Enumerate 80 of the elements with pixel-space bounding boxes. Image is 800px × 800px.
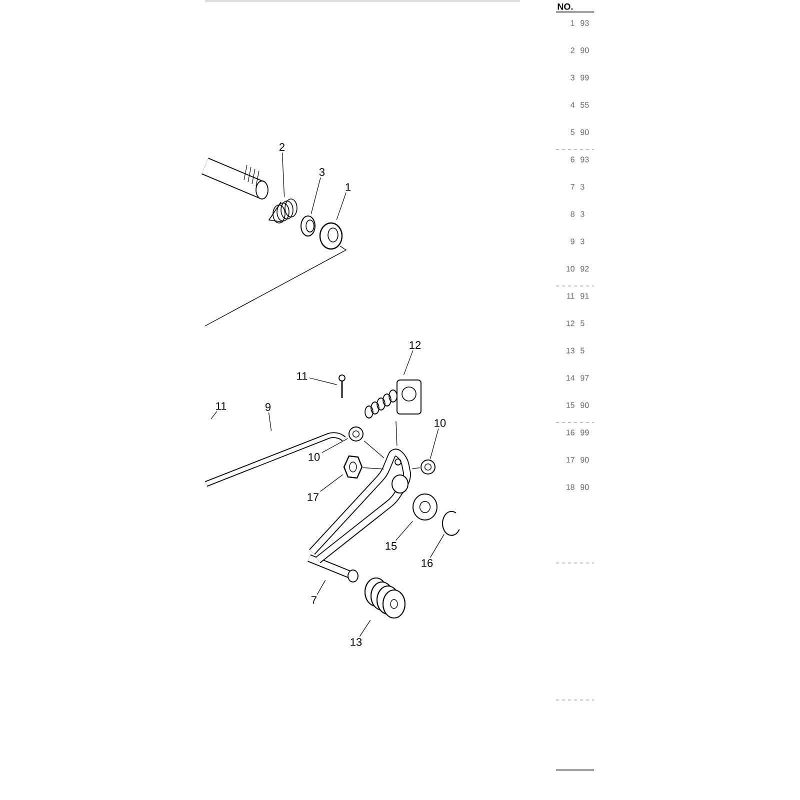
row-number: 9 xyxy=(570,238,574,244)
part-number: 5 xyxy=(580,320,584,326)
joint-drawing xyxy=(364,380,422,418)
row-number: 6 xyxy=(570,156,574,162)
part-number: 90 xyxy=(580,484,589,490)
leader-line xyxy=(210,411,218,420)
spring-drawing xyxy=(268,198,298,224)
lever-drawing xyxy=(309,448,411,564)
leader-line xyxy=(396,520,413,541)
seal-drawing xyxy=(319,222,343,250)
part-number: 90 xyxy=(580,402,589,408)
pin-drawing xyxy=(338,374,346,398)
leader-line xyxy=(430,534,444,558)
row-number: 11 xyxy=(567,293,574,299)
rubber-drawing xyxy=(364,577,406,619)
part-number: 3 xyxy=(580,238,584,244)
part-number: 97 xyxy=(580,375,589,381)
row-number: 15 xyxy=(566,402,574,408)
row-number: 10 xyxy=(566,266,574,272)
row-number: 13 xyxy=(566,348,574,354)
callout-number: 10 xyxy=(434,419,446,427)
part-number: 90 xyxy=(580,47,589,54)
callout-number: 11 xyxy=(216,402,226,410)
washer-drawing xyxy=(348,426,364,442)
leader-line xyxy=(309,378,338,385)
part-number: 55 xyxy=(580,102,589,108)
part-number: 5 xyxy=(580,348,584,354)
row-number: 16 xyxy=(566,430,574,436)
row-number: 14 xyxy=(566,375,575,381)
leader-line xyxy=(322,438,348,454)
clip-drawing xyxy=(442,510,460,536)
washer-drawing xyxy=(412,494,438,520)
callout-number: 13 xyxy=(350,638,362,646)
leader-line xyxy=(310,177,321,214)
row-number: 8 xyxy=(570,211,574,217)
part-number: 99 xyxy=(580,430,589,436)
row-number: 3 xyxy=(570,74,574,80)
leader-line xyxy=(396,420,398,446)
row-number: 2 xyxy=(570,48,574,54)
leader-line xyxy=(268,412,272,432)
leader-line xyxy=(316,580,326,595)
callout-number: 1 xyxy=(346,183,351,191)
leader-line xyxy=(430,428,439,460)
leader-line xyxy=(336,192,346,220)
part-number: 99 xyxy=(580,74,589,80)
callout-number: 7 xyxy=(312,596,317,604)
leader-line xyxy=(320,474,344,492)
callout-number: 9 xyxy=(265,403,271,411)
row-number: 1 xyxy=(570,20,574,26)
callout-number: 17 xyxy=(308,493,319,501)
part-number: 91 xyxy=(580,293,589,299)
callout-number: 16 xyxy=(422,559,433,567)
callout-number: 12 xyxy=(410,341,421,349)
washer-drawing xyxy=(420,460,436,474)
part-number: 90 xyxy=(580,129,589,136)
row-number: 12 xyxy=(566,320,574,326)
part-number: 90 xyxy=(580,456,589,463)
row-number: 7 xyxy=(570,184,574,190)
part-number: 3 xyxy=(580,184,584,190)
leader-line xyxy=(359,620,371,637)
leader-line xyxy=(362,467,384,470)
part-number: 3 xyxy=(580,211,584,217)
callout-number: 11 xyxy=(297,372,308,380)
row-number: 5 xyxy=(570,129,574,135)
leader-line xyxy=(403,350,414,376)
pin7-drawing xyxy=(308,554,358,582)
collar-drawing xyxy=(300,216,316,236)
part-number: 93 xyxy=(580,20,589,26)
column-header: NO. xyxy=(558,3,573,10)
part-number: 92 xyxy=(580,266,589,272)
leader-line xyxy=(282,152,285,198)
leader-line xyxy=(364,440,384,458)
callout-number: 3 xyxy=(319,168,325,176)
leader-line xyxy=(412,468,420,469)
callout-number: 2 xyxy=(280,143,285,151)
row-number: 17 xyxy=(566,457,574,463)
row-number: 4 xyxy=(570,102,575,108)
part-number: 93 xyxy=(580,156,589,162)
rod-drawing xyxy=(204,432,346,487)
row-number: 18 xyxy=(566,484,574,490)
